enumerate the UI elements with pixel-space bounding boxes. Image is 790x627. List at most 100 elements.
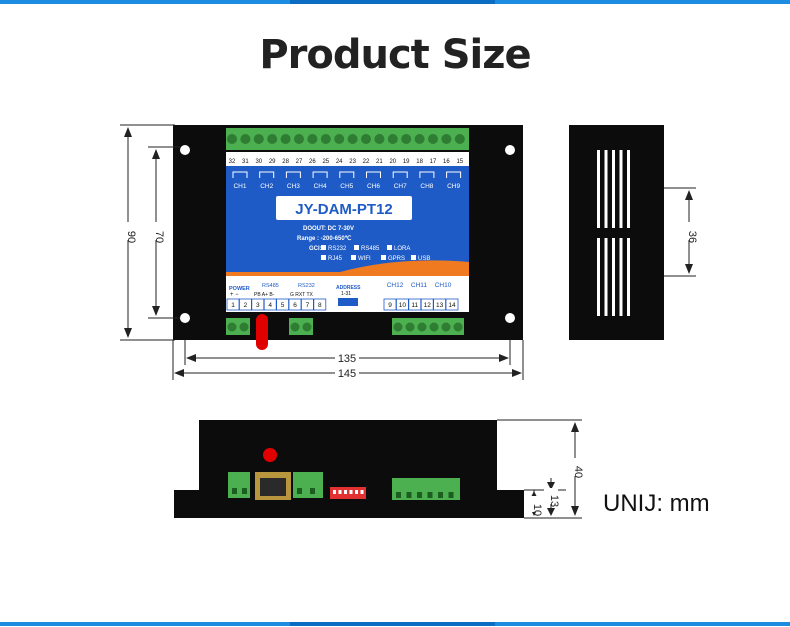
spec-range: Range : -200-650℃ xyxy=(297,235,352,242)
model-label: JY-DAM-PT12 xyxy=(295,201,393,218)
connector-pin xyxy=(427,492,433,498)
relay-icon xyxy=(232,171,248,178)
bottom-channel-label: CH10 xyxy=(435,282,452,289)
top-terminal-number: 23 xyxy=(349,159,356,165)
front-inner-height-dim: 70 xyxy=(153,231,165,243)
terminal-screw-icon xyxy=(453,322,463,332)
front-dimension-arrows xyxy=(124,127,522,377)
top-terminal-number: 21 xyxy=(376,159,383,165)
top-terminal-number: 15 xyxy=(456,159,463,165)
terminal-screw-icon xyxy=(401,134,412,144)
top-channel-label: CH5 xyxy=(340,183,353,190)
terminal-screw-icon xyxy=(280,134,291,144)
top-terminal-number: 27 xyxy=(296,159,303,165)
rs485-label: RS485 xyxy=(262,283,279,289)
top-channel-label: CH7 xyxy=(394,183,407,190)
bottom-terminal-number: 9 xyxy=(388,302,392,309)
dip-switch-toggle xyxy=(338,490,342,494)
terminal-screw-icon xyxy=(454,134,465,144)
bottom-power-connector xyxy=(228,472,250,498)
rs232-label: RS232 xyxy=(298,283,315,289)
top-screws xyxy=(227,134,465,144)
rs232-pins-label: G RXT TX xyxy=(290,292,314,298)
gci-option: GPRS xyxy=(388,256,405,262)
bottom-accent-bar xyxy=(290,622,495,626)
antenna xyxy=(256,314,268,350)
vent-slot xyxy=(612,238,615,316)
terminal-screw-icon xyxy=(307,134,318,144)
vent-slot xyxy=(619,150,623,228)
relay-icon xyxy=(366,171,381,178)
relay-icon xyxy=(285,171,301,178)
terminal-screw-icon xyxy=(240,134,251,144)
terminal-screw-icon xyxy=(428,134,438,144)
terminal-screw-icon xyxy=(334,134,345,144)
terminal-screw-icon xyxy=(320,134,331,144)
model-label-box xyxy=(276,196,412,220)
side-vents xyxy=(597,150,630,316)
top-terminal-number: 24 xyxy=(336,159,343,165)
bottom-terminal-number: 3 xyxy=(256,302,260,309)
terminal-number-box xyxy=(408,298,422,311)
top-terminal-number: 17 xyxy=(430,159,437,165)
terminal-screw-icon xyxy=(302,322,312,332)
vent-slot xyxy=(627,238,630,316)
bottom-channel-label: CH11 xyxy=(411,282,428,289)
mount-hole-icon xyxy=(180,145,190,155)
bottom-terminal-number: 6 xyxy=(293,302,297,309)
bottom-terminal-number: 1 xyxy=(231,302,235,309)
connector-pin xyxy=(448,492,454,498)
terminal-screw-icon xyxy=(405,322,415,332)
gci-checkbox-icon xyxy=(321,245,326,250)
top-terminal-number: 19 xyxy=(403,159,410,165)
top-terminal-number: 16 xyxy=(443,159,450,165)
top-channel-label: CH9 xyxy=(447,183,460,190)
top-accent-bar xyxy=(290,0,495,4)
dip-switch-toggle xyxy=(349,490,353,494)
bottom-terminal-number: 2 xyxy=(244,302,248,309)
gci-option: RS485 xyxy=(361,246,380,252)
terminal-screw-icon xyxy=(239,322,249,332)
top-terminal-number: 28 xyxy=(282,159,289,165)
gci-checkbox-icon xyxy=(387,245,392,250)
gci-checkbox-icon xyxy=(351,255,356,260)
vent-slot xyxy=(604,238,608,316)
gci-checkbox-icon xyxy=(411,255,416,260)
terminal-number-box xyxy=(313,298,327,311)
front-width-dim: 145 xyxy=(338,368,356,380)
relay-icon xyxy=(312,171,328,178)
antenna-port-icon xyxy=(263,448,277,462)
top-terminal-number: 31 xyxy=(242,159,249,165)
terminal-screw-icon xyxy=(441,322,451,332)
bottom-view xyxy=(174,420,524,518)
front-height-dim: 90 xyxy=(125,231,137,243)
bottom-step-dim: 13 xyxy=(548,495,560,507)
terminal-screw-icon xyxy=(361,134,371,144)
bottom-terminal-number: 7 xyxy=(306,302,310,309)
top-channel-label: CH4 xyxy=(314,183,327,190)
terminal-screw-icon xyxy=(374,134,385,144)
bottom-terminal-number: 13 xyxy=(436,302,444,309)
gci-checkbox-icon xyxy=(321,255,326,260)
bottom-terminal-number: 5 xyxy=(281,302,285,309)
top-channel-label: CH3 xyxy=(287,183,300,190)
terminal-screw-icon xyxy=(227,322,237,332)
terminal-screw-icon xyxy=(429,322,439,332)
gci-option: RS232 xyxy=(328,246,347,252)
top-channel-label: CH8 xyxy=(420,183,433,190)
connector-pin xyxy=(396,492,401,498)
bottom-terminal-number: 14 xyxy=(448,302,456,309)
relay-icon xyxy=(419,171,435,178)
power-label: POWER xyxy=(229,286,250,292)
connector-pin xyxy=(310,488,315,494)
top-terminal-number: 18 xyxy=(416,159,423,165)
top-channel-label: CH2 xyxy=(260,183,273,190)
bottom-terminal-number: 11 xyxy=(411,302,418,309)
bottom-height-dim: 40 xyxy=(572,466,584,478)
spec-doout: DOOUT: DC 7-30V xyxy=(303,226,354,232)
